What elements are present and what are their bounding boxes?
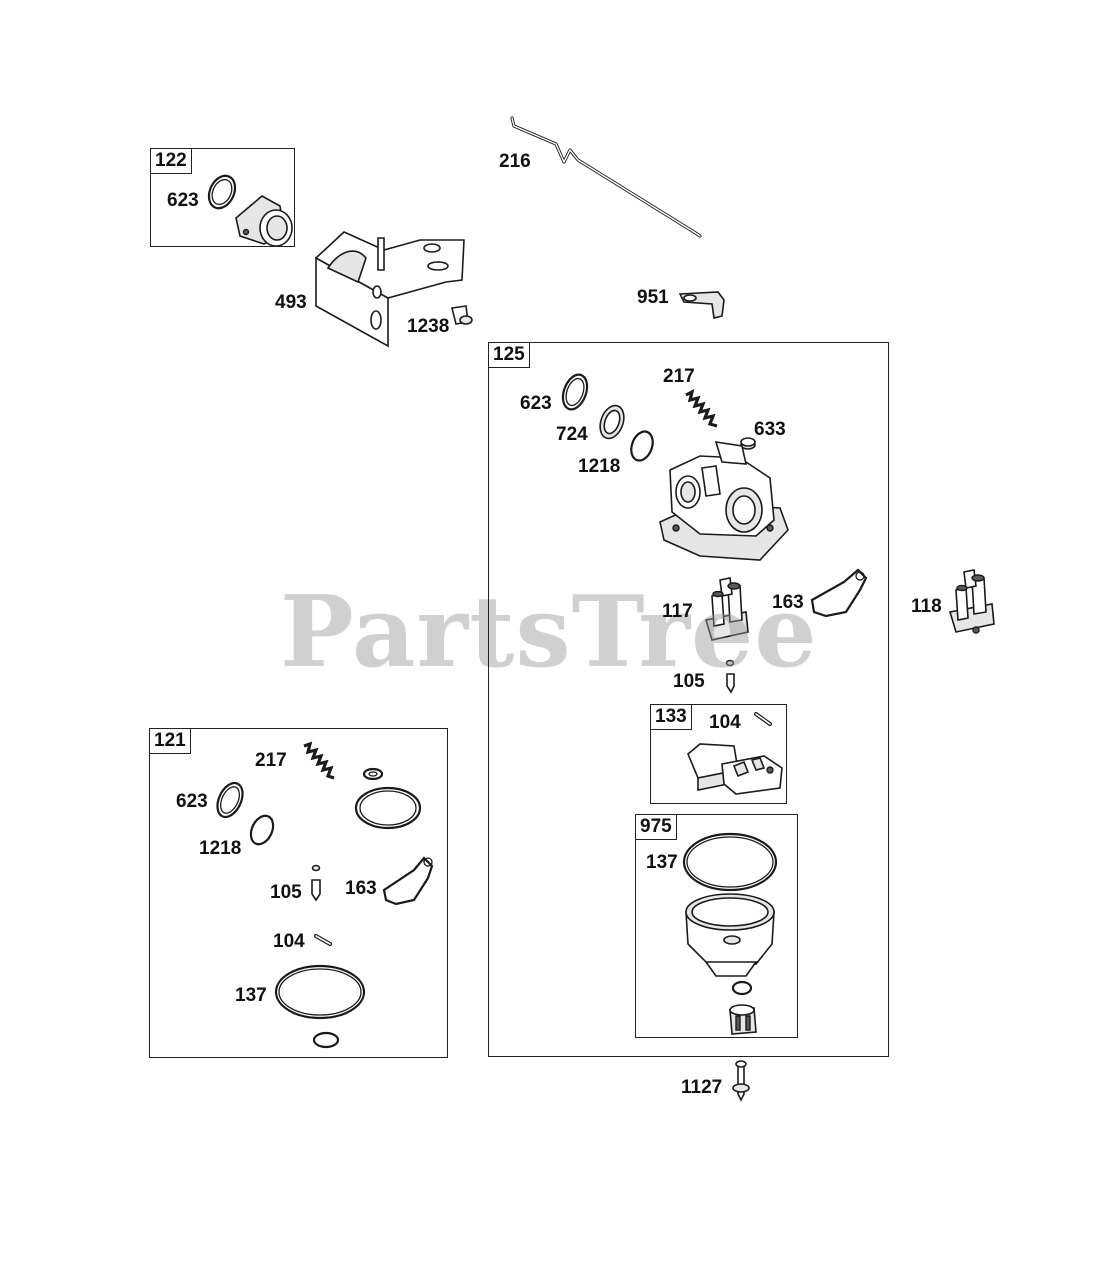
kit-box-133: 133 [650,704,787,804]
needle-105-kit121-drawing [311,864,321,902]
callout-105-kit121[interactable]: 105 [270,882,302,903]
spring-217-kit121-drawing [303,741,335,780]
kit-tag-975[interactable]: 975 [636,815,677,840]
bracket-493-drawing [314,231,465,348]
washer-633-drawing [740,437,756,450]
gasket-kit121-drawing [354,786,422,830]
bowl-washer-kit121-drawing [312,1031,340,1049]
kit-box-125: 125 [488,342,889,1057]
callout-137-kit975[interactable]: 137 [646,852,678,873]
oring-1218-kit125-drawing [630,430,654,462]
oring-623-kit121-drawing [216,781,244,819]
fuel-valve-118-drawing [948,569,995,634]
link-lever-951-drawing [678,291,725,319]
callout-216[interactable]: 216 [499,151,531,172]
intake-elbow-drawing [235,195,293,247]
kit-box-121: 121 [149,728,448,1058]
fuel-valve-117-drawing [704,577,749,641]
kit-box-975: 975 [635,814,798,1038]
pin-104-kit121-drawing [314,934,332,946]
pin-104-kit133-drawing [754,712,772,726]
callout-951[interactable]: 951 [637,287,669,308]
float-bowl-drawing [685,893,775,977]
callout-137-kit121[interactable]: 137 [235,985,267,1006]
callout-217-kit125[interactable]: 217 [663,366,695,387]
kit-tag-122[interactable]: 122 [151,149,192,174]
callout-724[interactable]: 724 [556,424,588,445]
callout-1218-kit121[interactable]: 1218 [199,838,242,859]
bowl-washer-drawing [731,980,753,996]
callout-1127[interactable]: 1127 [681,1077,723,1098]
kit-tag-125[interactable]: 125 [489,343,530,368]
oring-623-kit122-drawing [207,174,237,210]
callout-623-kit122[interactable]: 623 [167,190,199,211]
callout-163-kit121[interactable]: 163 [345,878,377,899]
bowl-nut-drawing [729,1004,757,1035]
kit-tag-133[interactable]: 133 [651,705,692,730]
oring-1218-kit121-drawing [249,814,275,846]
callout-117[interactable]: 117 [662,601,693,622]
carburetor-body-drawing [659,441,789,561]
callout-493[interactable]: 493 [275,292,307,313]
oring-137-kit121-drawing [274,964,366,1020]
flange-gasket-163-kit125-drawing [810,568,868,618]
oring-137-kit975-drawing [682,832,778,892]
screw-1127-drawing [732,1060,750,1102]
callout-217-kit121[interactable]: 217 [255,750,287,771]
flange-gasket-163-kit121-drawing [382,856,434,906]
callout-163-kit125[interactable]: 163 [772,592,804,613]
kit-box-122: 122 [150,148,295,247]
callout-104-kit121[interactable]: 104 [273,931,305,952]
callout-104-kit133[interactable]: 104 [709,712,741,733]
spring-217-kit125-drawing [685,389,718,428]
callout-633[interactable]: 633 [754,419,786,440]
watermark: PartsTree [280,575,818,690]
needle-105-kit125-drawing [725,659,735,694]
screw-1238-drawing [451,305,473,325]
callout-1238[interactable]: 1238 [407,316,450,337]
washer-kit121-drawing [362,767,384,781]
callout-623-kit125[interactable]: 623 [520,393,552,414]
callout-1218-kit125[interactable]: 1218 [578,456,621,477]
callout-623-kit121[interactable]: 623 [176,791,208,812]
kit-tag-121[interactable]: 121 [150,729,191,754]
callout-118[interactable]: 118 [911,596,942,617]
gasket-724-drawing [599,404,625,440]
oring-623-kit125-drawing [561,373,589,411]
float-drawing [687,743,783,795]
governor-link-216-drawing [510,116,702,238]
callout-105-kit125[interactable]: 105 [673,671,705,692]
